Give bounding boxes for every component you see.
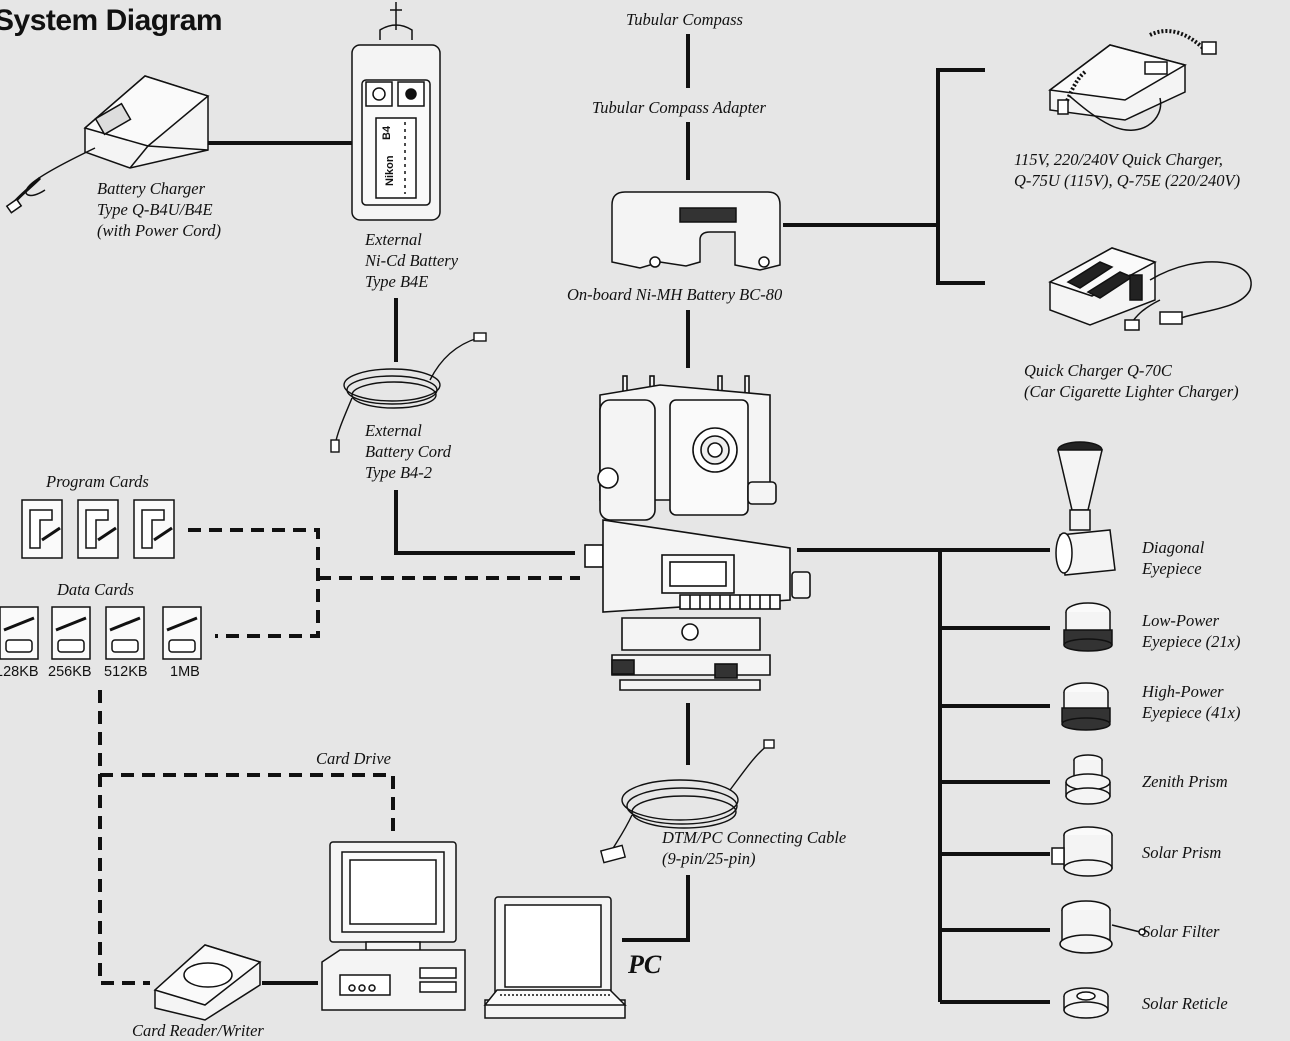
- connection-lines: [190, 34, 1050, 1004]
- card-reader-device: [153, 944, 262, 1021]
- card-drive-label: Card Drive: [316, 749, 392, 768]
- data-cards-icons: [0, 606, 202, 660]
- solar-reticle-device: [1063, 987, 1109, 1019]
- quick-charger-q70c-label: Quick Charger Q-70C (Car Cigarette Light…: [1024, 361, 1239, 401]
- low-power-eyepiece-label: Low-Power Eyepiece (21x): [1142, 611, 1241, 651]
- external-battery-label: External Ni-Cd Battery Type B4E: [365, 230, 459, 291]
- card-capacity-128kb: 128KB: [0, 664, 39, 680]
- zenith-prism-device: [1065, 754, 1111, 805]
- desktop-computer: [321, 841, 466, 1011]
- total-station-instrument: [584, 375, 811, 691]
- external-battery-cord-device: [330, 332, 487, 453]
- solar-prism-label: Solar Prism: [1142, 843, 1222, 862]
- program-cards-label: Program Cards: [46, 472, 149, 491]
- svg-text:Nikon: Nikon: [384, 155, 396, 186]
- low-power-eyepiece-device: [1063, 602, 1113, 652]
- battery-charger-device: [5, 75, 210, 214]
- high-power-eyepiece-device: [1061, 682, 1111, 731]
- quick-charger-q70c-device: [1048, 247, 1252, 331]
- svg-text:B4: B4: [381, 125, 393, 140]
- card-capacity-512kb: 512KB: [104, 664, 148, 680]
- card-capacity-256kb: 256KB: [48, 664, 92, 680]
- tubular-compass-label: Tubular Compass: [626, 10, 743, 29]
- onboard-battery-device: [611, 191, 781, 271]
- external-battery-cord-label: External Battery Cord Type B4-2: [365, 421, 452, 482]
- dtm-pc-cable-label: DTM/PC Connecting Cable (9-pin/25-pin): [662, 828, 847, 868]
- laptop-computer: [483, 896, 627, 1019]
- quick-charger-q75-device: [1048, 29, 1217, 131]
- external-battery-device: B4 Nikon: [351, 2, 441, 221]
- solar-reticle-label: Solar Reticle: [1142, 994, 1228, 1013]
- diagonal-eyepiece-device: [1055, 441, 1116, 576]
- solar-prism-device: [1051, 826, 1113, 877]
- diagram-title: System Diagram: [0, 4, 223, 37]
- quick-charger-q75-label: 115V, 220/240V Quick Charger, Q-75U (115…: [1014, 150, 1241, 190]
- diagonal-eyepiece-label: Diagonal Eyepiece: [1142, 538, 1205, 578]
- pc-label: PC: [628, 950, 662, 979]
- onboard-battery-label: On-board Ni-MH Battery BC-80: [567, 285, 783, 304]
- zenith-prism-label: Zenith Prism: [1142, 772, 1228, 791]
- data-cards-label: Data Cards: [57, 580, 134, 599]
- solar-filter-label: Solar Filter: [1142, 922, 1220, 941]
- solar-filter-device: [1059, 900, 1146, 954]
- card-capacity-1mb: 1MB: [170, 664, 200, 680]
- dtm-pc-cable-device: [599, 739, 775, 864]
- keypad: [679, 594, 781, 610]
- card-reader-label: Card Reader/Writer: [132, 1021, 264, 1040]
- battery-charger-label: Battery Charger Type Q-B4U/B4E (with Pow…: [97, 179, 222, 240]
- program-cards-icons: [21, 499, 175, 559]
- tubular-compass-adapter-label: Tubular Compass Adapter: [592, 98, 766, 117]
- dashed-card-lines: [98, 528, 580, 985]
- high-power-eyepiece-label: High-Power Eyepiece (41x): [1142, 682, 1241, 722]
